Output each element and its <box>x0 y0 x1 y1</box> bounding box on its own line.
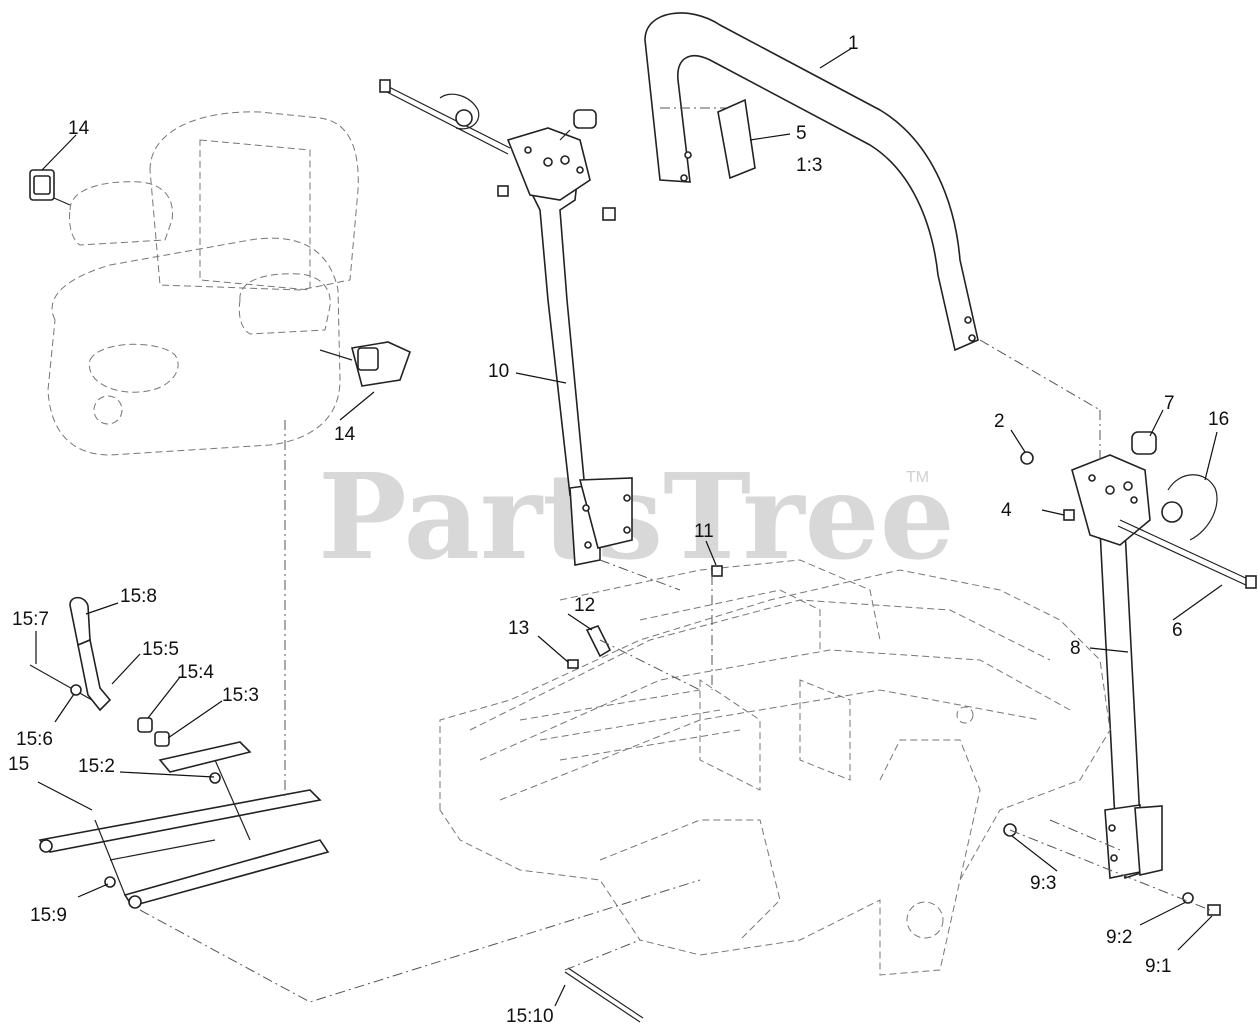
callout-15-4: 15:4 <box>177 662 214 683</box>
callout-14-lower: 14 <box>334 424 356 445</box>
callout-15-5: 15:5 <box>142 639 179 660</box>
callout-15-8: 15:8 <box>120 586 157 607</box>
hardware-11-12-13[interactable] <box>567 565 723 669</box>
callout-15: 15 <box>8 754 29 775</box>
callout-9-2: 9:2 <box>1106 927 1132 948</box>
leader-lines <box>35 47 1223 1007</box>
callout-8: 8 <box>1070 638 1081 659</box>
callout-6: 6 <box>1172 620 1183 641</box>
mower-frame <box>439 559 1111 976</box>
callout-5-quantity: 1:3 <box>796 155 822 176</box>
callout-12: 12 <box>574 595 595 616</box>
hardware-9[interactable] <box>1003 823 1221 916</box>
seat-mount-assembly[interactable] <box>29 596 644 1023</box>
roll-bar-upper[interactable] <box>644 12 979 352</box>
callout-5: 5 <box>796 123 807 144</box>
callout-14-upper: 14 <box>68 118 90 139</box>
watermark-text: PartsTree <box>318 447 955 586</box>
roll-bar-lower-right[interactable] <box>1020 431 1257 880</box>
callout-15-2: 15:2 <box>78 756 115 777</box>
callout-15-3: 15:3 <box>222 685 259 706</box>
callout-7: 7 <box>1164 393 1175 414</box>
seat-assembly[interactable] <box>29 111 412 456</box>
callout-15-10: 15:10 <box>506 1006 554 1027</box>
callout-16: 16 <box>1208 409 1229 430</box>
callout-10: 10 <box>488 361 509 382</box>
callout-11: 11 <box>694 521 714 542</box>
connection-lines <box>139 339 1121 1003</box>
roll-bar-lower-left[interactable] <box>379 79 633 566</box>
callout-9-1: 9:1 <box>1145 956 1171 977</box>
callout-1: 1 <box>848 33 859 54</box>
callout-2: 2 <box>994 411 1005 432</box>
callout-15-6: 15:6 <box>16 729 53 750</box>
decal[interactable] <box>717 98 756 180</box>
watermark-trademark: TM <box>906 469 929 486</box>
callout-4: 4 <box>1001 500 1012 521</box>
callout-15-9: 15:9 <box>30 905 67 926</box>
seat-switch-upper[interactable] <box>29 169 71 206</box>
callout-9-3: 9:3 <box>1030 873 1056 894</box>
callout-15-7: 15:7 <box>12 609 49 630</box>
callout-13: 13 <box>508 618 529 639</box>
seat-switch-lower[interactable] <box>319 341 412 387</box>
